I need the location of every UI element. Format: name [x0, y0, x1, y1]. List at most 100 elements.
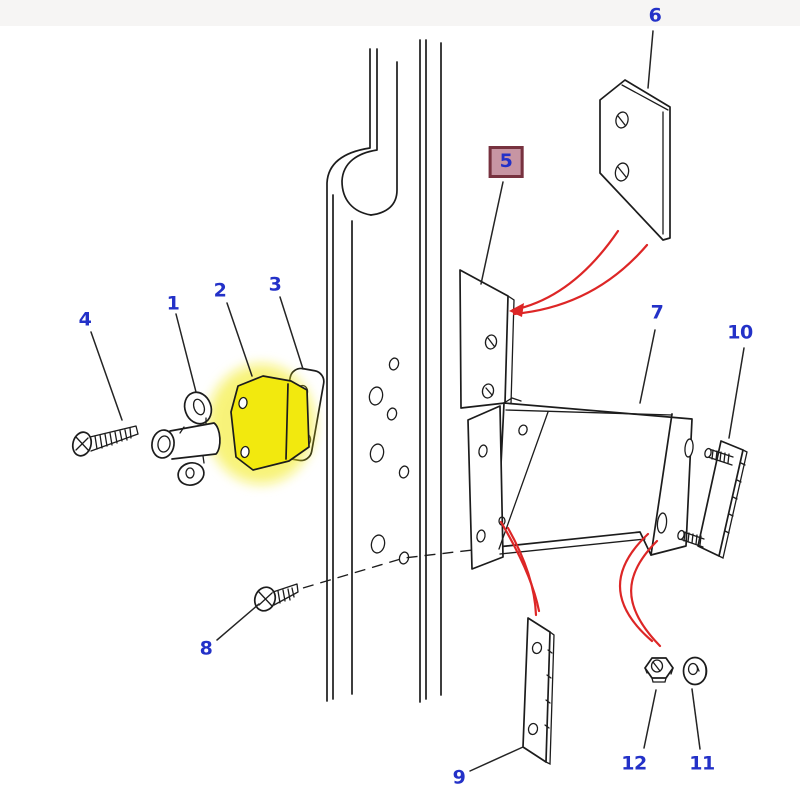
leader-3 — [279, 296, 304, 370]
guide-right-curve-1 — [618, 532, 654, 643]
part-1-striker-bracket — [151, 391, 221, 486]
part-7-left-flange — [467, 405, 504, 570]
part-2-hole-top — [238, 396, 248, 410]
guide-curves-7-down — [499, 520, 662, 648]
stud-lower-end — [677, 529, 685, 541]
part-1-tube-outer — [151, 429, 175, 459]
part-label-6[interactable]: 6 — [648, 4, 662, 27]
guide-curve-upper — [511, 229, 620, 312]
part-9-hole-bottom — [527, 722, 539, 736]
leader-2 — [226, 302, 253, 377]
part-6-plate — [599, 79, 671, 241]
part-label-1[interactable]: 1 — [166, 292, 180, 315]
part-1-bottom-lobe — [177, 462, 205, 486]
leader-4 — [90, 331, 123, 421]
pillar-hole-large-2 — [369, 443, 385, 463]
part-7-right-flange-edge — [650, 413, 673, 556]
guide-curve-lower — [512, 243, 649, 316]
part-label-8[interactable]: 8 — [199, 637, 213, 660]
screw-axis-dashed-line — [302, 535, 593, 589]
part-7-slot-lower — [656, 512, 668, 534]
leader-7 — [639, 329, 656, 404]
leader-5 — [480, 181, 504, 285]
pillar-hole-large-3 — [370, 534, 386, 554]
part-1-tube-inner — [157, 435, 171, 453]
washer-thickness — [702, 660, 707, 682]
part-10-thickness-edge — [718, 449, 748, 559]
leader-10 — [728, 347, 745, 439]
pillar-left-inner-edge — [370, 61, 398, 216]
part-7-bracket — [467, 397, 694, 570]
nut-hole — [650, 659, 664, 673]
part-7-flange-hole-bottom — [476, 529, 486, 543]
leader-9 — [469, 746, 524, 772]
part-label-5-selected[interactable]: 5 — [488, 146, 524, 178]
part-9-hole-top — [531, 641, 543, 655]
part-7-web-hole — [518, 424, 528, 436]
leader-1 — [175, 313, 197, 393]
part-4-screw — [71, 425, 139, 457]
part-2-block-outline — [230, 375, 310, 471]
part-11-washer — [682, 656, 708, 686]
part-7-web-fold — [498, 411, 549, 550]
guide-left-curve-2 — [506, 526, 538, 617]
part-7-flange-hole-top — [478, 444, 488, 458]
part-10-stud-upper — [704, 447, 734, 466]
part-2-highlighted-block — [207, 364, 315, 484]
pillar-hole-small-1 — [388, 357, 400, 371]
top-edge-shading — [0, 0, 800, 26]
part-1-body — [169, 422, 221, 460]
nut-side-facets — [644, 667, 674, 683]
part-1-bottom-hole — [185, 467, 195, 479]
part-label-12[interactable]: 12 — [621, 752, 647, 775]
pillar-hole-large-1 — [368, 386, 384, 406]
pillar-hole-small-3 — [398, 465, 410, 479]
guide-right-curve-2 — [630, 539, 662, 648]
washer-inner-tick — [696, 665, 700, 672]
part-4-shank — [89, 425, 139, 452]
part-6-hole-top — [615, 111, 629, 129]
part-label-10[interactable]: 10 — [727, 321, 753, 344]
door-pillar — [326, 39, 442, 703]
part-2-front-edge — [285, 383, 289, 460]
part-10-edge-hatching — [724, 462, 746, 534]
part-8-phillips-cross — [258, 591, 273, 607]
part-8-threads — [277, 587, 295, 604]
part-label-9[interactable]: 9 — [452, 766, 466, 789]
nut-hole-shading — [652, 661, 661, 672]
part-2-hole-bottom — [240, 445, 250, 459]
part-5-hole-hatching — [485, 337, 495, 396]
leader-8 — [216, 603, 260, 641]
part-4-phillips-cross — [75, 436, 90, 452]
stud-upper-end — [704, 447, 712, 459]
pillar-hole-small-4 — [398, 551, 410, 565]
part-label-4[interactable]: 4 — [78, 308, 92, 331]
leader-12 — [643, 689, 657, 749]
part-1-step-lines — [179, 417, 207, 464]
part-6-thickness-edges — [621, 84, 669, 235]
part-6-hole-hatching — [617, 115, 627, 178]
part-10-stud-lower — [677, 529, 705, 548]
part-8-shank — [272, 583, 299, 606]
stud-lower-threads — [683, 531, 702, 546]
part-12-hex-nut — [644, 657, 674, 683]
part-9-edge-hatching — [544, 649, 553, 729]
part-7-bottom-fold — [499, 538, 646, 555]
part-5-plate — [459, 269, 515, 409]
part-8-screw — [253, 583, 299, 612]
guide-left-curve-1 — [499, 520, 541, 613]
part-9-strip-plate — [522, 617, 555, 766]
stud-upper-threads — [711, 449, 730, 464]
part-label-11[interactable]: 11 — [689, 752, 715, 775]
part-1-top-lobe — [183, 391, 213, 425]
leader-lines — [90, 30, 745, 772]
part-1-top-slot — [192, 398, 206, 416]
part-7-slot-upper — [684, 438, 694, 458]
part-label-2[interactable]: 2 — [213, 279, 227, 302]
part-6-outline — [599, 79, 671, 241]
part-label-3[interactable]: 3 — [268, 273, 282, 296]
part-label-7[interactable]: 7 — [650, 301, 664, 324]
pillar-left-outer-edge — [326, 48, 371, 702]
